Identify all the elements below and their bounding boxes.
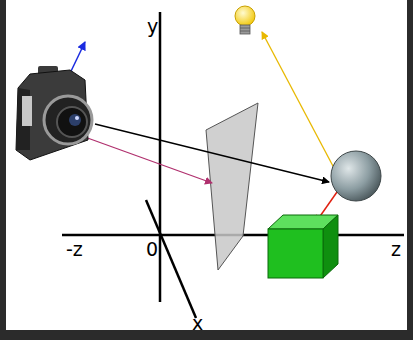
axis-label: y — [147, 17, 158, 36]
green-cube — [268, 215, 338, 278]
axis-label: -z — [66, 240, 83, 259]
origin-label: 0 — [146, 240, 158, 259]
axis-label: x — [192, 314, 203, 333]
camera-icon — [16, 66, 92, 160]
light-bulb — [235, 6, 255, 34]
axis-label: z — [391, 240, 401, 259]
